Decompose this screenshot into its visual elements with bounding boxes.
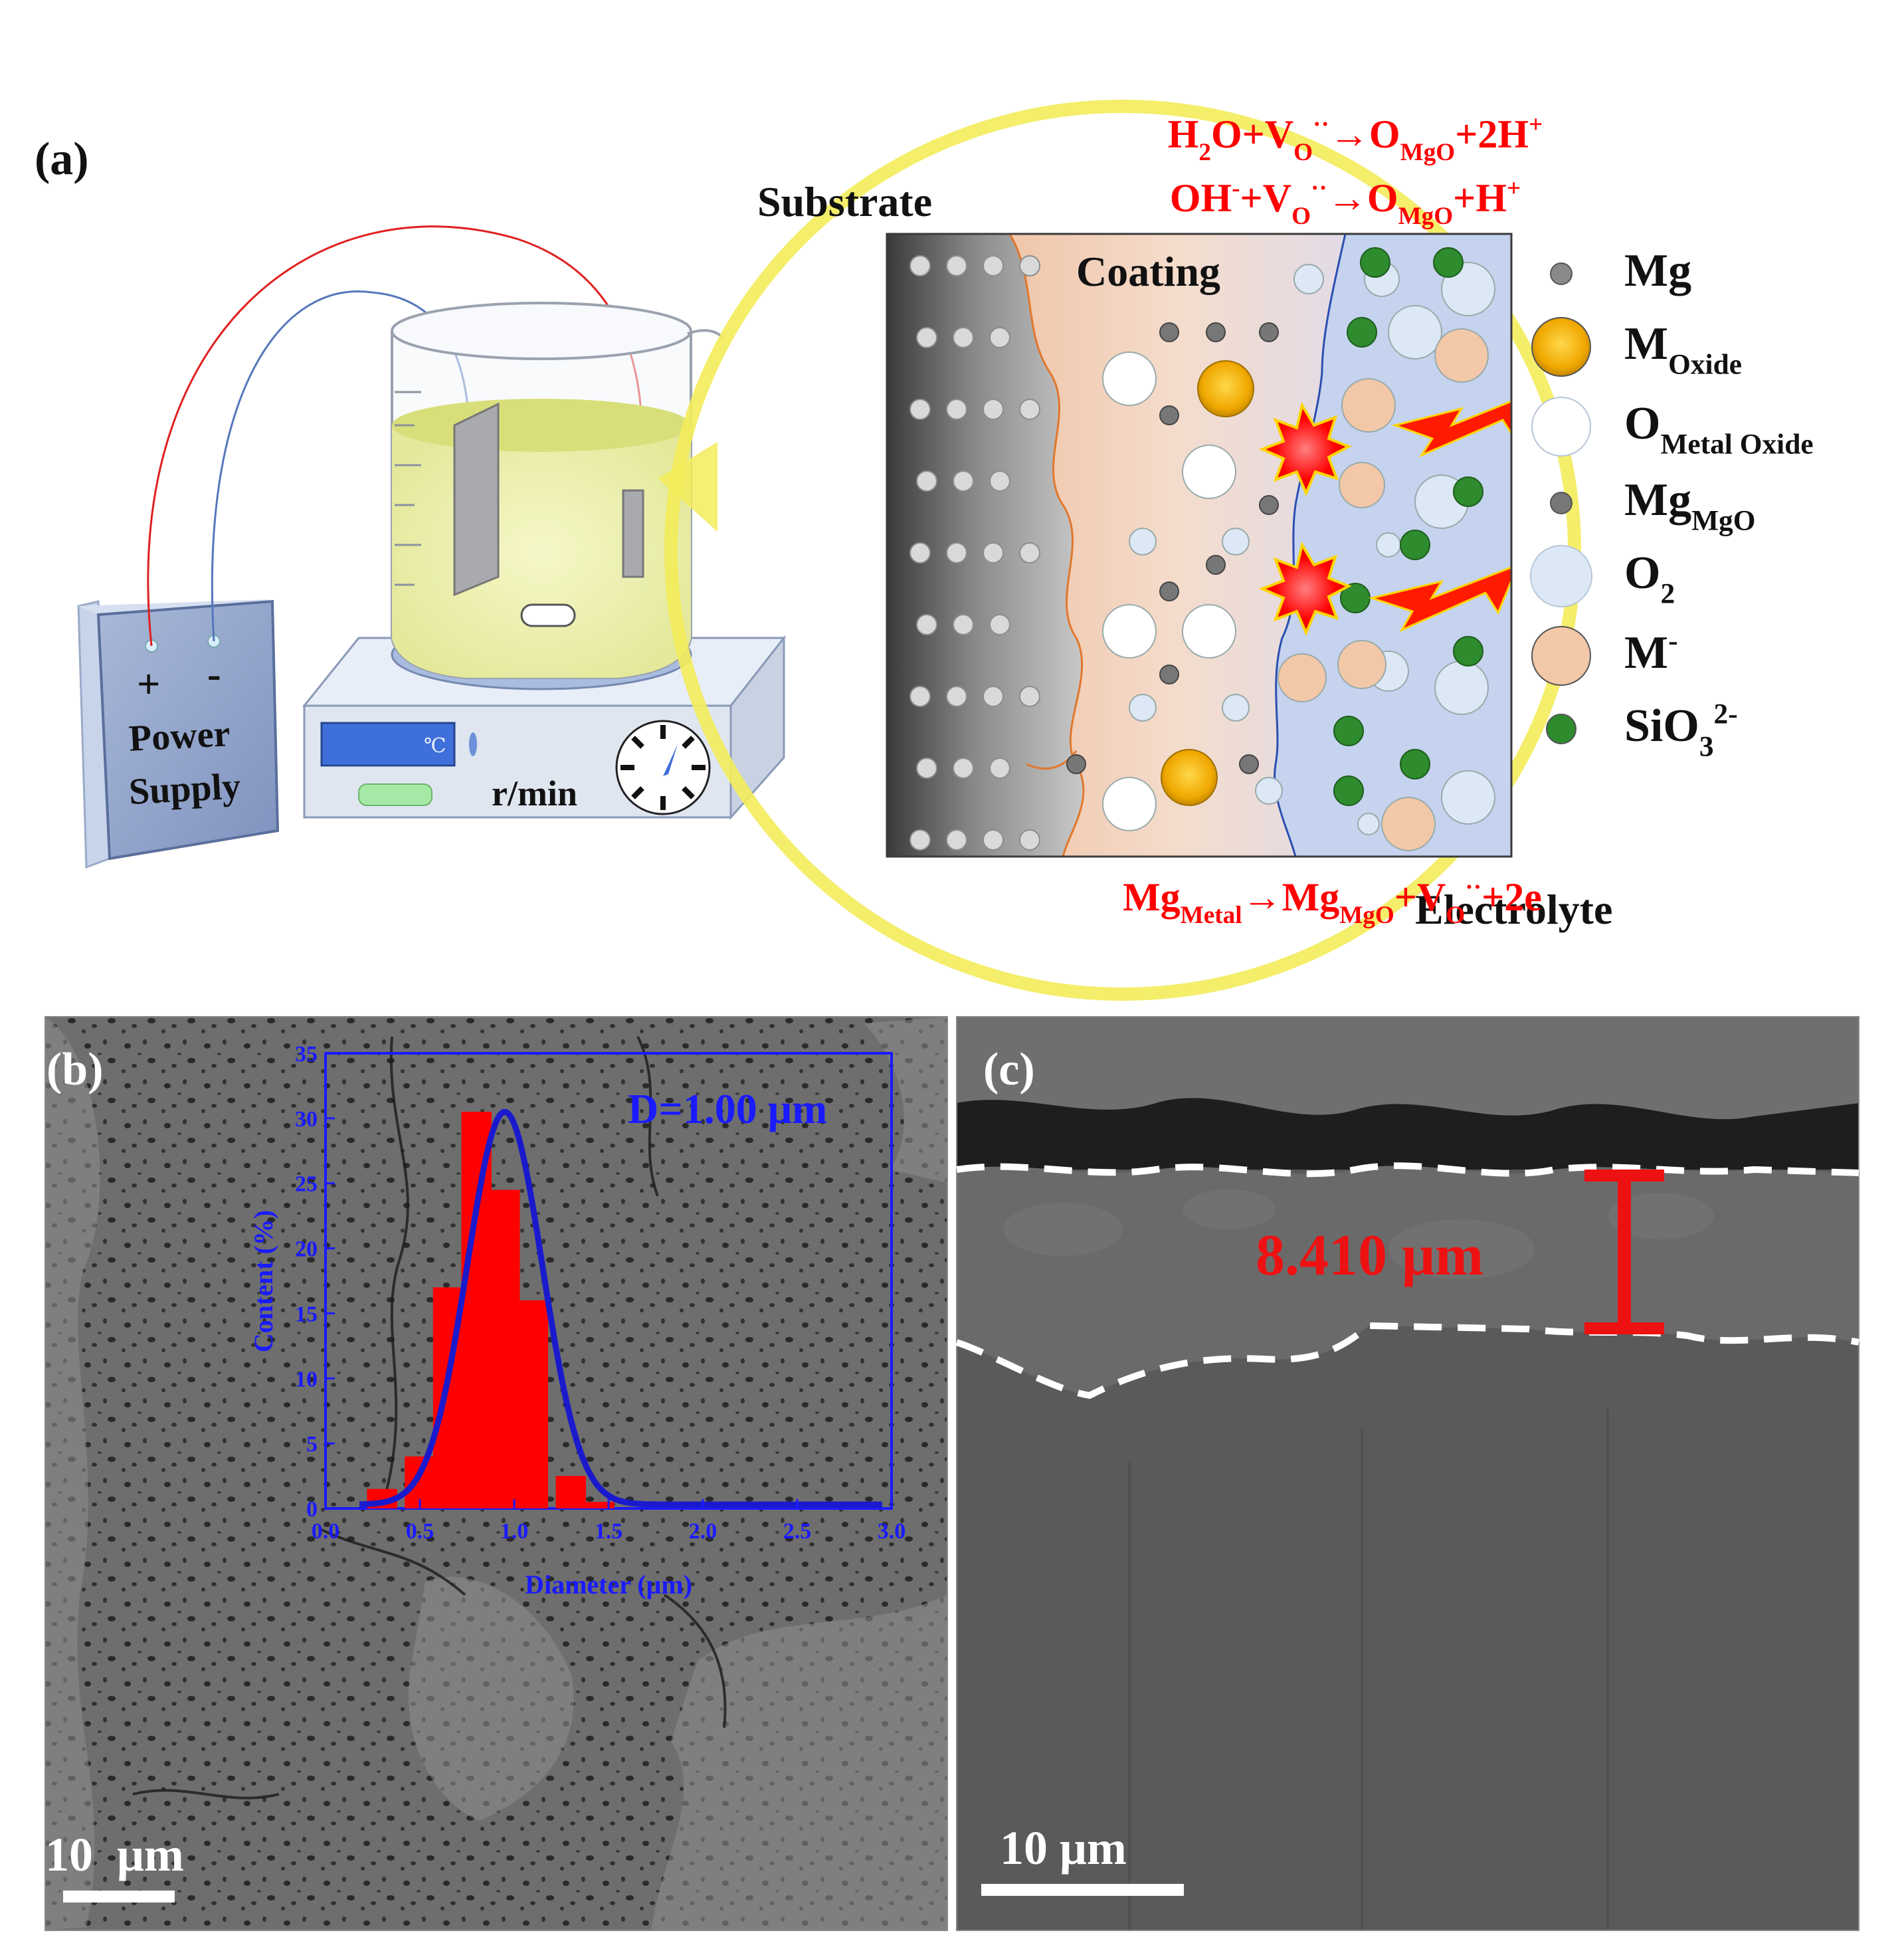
- legend-item-sio3: SiO32-: [1546, 698, 1738, 762]
- y-tick-label: 35: [295, 1042, 318, 1067]
- panel-c-scale-text: 10 μm: [1000, 1821, 1127, 1875]
- reaction-schematic: [887, 234, 1511, 857]
- legend-swatch: [1550, 492, 1572, 514]
- minus-sign: -: [207, 652, 221, 697]
- y-tick-label: 15: [295, 1302, 318, 1326]
- histogram-y-label: Content (%): [248, 1210, 278, 1352]
- x-tick-label: 2.0: [689, 1519, 717, 1544]
- legend-swatch: [1531, 626, 1591, 686]
- substrate-label: Substrate: [757, 178, 932, 225]
- legend-item-o-metal-oxide: OMetal Oxide: [1531, 397, 1814, 460]
- temp-knob: [469, 732, 477, 756]
- histogram-bar: [461, 1112, 492, 1508]
- schematic-frame: [886, 233, 1513, 858]
- legend-label: M-: [1624, 625, 1678, 678]
- speed-dial: [615, 720, 711, 815]
- legend-item-m-minus: M-: [1531, 625, 1678, 686]
- reaction-equation-2: OH-+VO··→OMgO+H+: [1170, 175, 1521, 230]
- legend-label: Mg: [1624, 245, 1691, 296]
- plus-sign: +: [137, 662, 160, 707]
- panel-c-label: (c): [983, 1044, 1035, 1095]
- legend-label: SiO32-: [1624, 698, 1738, 762]
- y-tick-label: 30: [295, 1107, 318, 1132]
- coating-bottom-boundary: [955, 1322, 1859, 1399]
- histogram-bar: [555, 1476, 586, 1508]
- y-tick-label: 20: [295, 1237, 318, 1262]
- legend-item-m-oxide: MOxide: [1531, 317, 1742, 380]
- histogram-bar: [490, 1189, 520, 1508]
- x-tick-label: 1.5: [595, 1519, 623, 1544]
- thickness-marker: [1584, 1170, 1664, 1334]
- legend-swatch: [1530, 545, 1592, 607]
- y-tick-label: 0: [306, 1497, 318, 1522]
- panel-c-sem: [957, 1017, 1859, 1930]
- thickness-label: 8.410 μm: [1256, 1223, 1483, 1288]
- x-tick-label: 0.5: [406, 1519, 434, 1544]
- legend-item-mg: Mg: [1550, 245, 1691, 296]
- power-button: [358, 783, 432, 806]
- panel-b-frame: [45, 1016, 948, 1931]
- histogram-bar: [584, 1502, 615, 1508]
- panel-b-scale-bar: [63, 1891, 175, 1903]
- legend-item-mg-mgo: MgMgO: [1550, 474, 1755, 536]
- histogram-inset: 0.0 0.5 1.0 1.5 2.0 2.5 3.0 0 5 10 15 20 25 30 35 Diam…: [248, 1042, 905, 1599]
- electrolyte-surface: [392, 399, 691, 452]
- zoom-pointer: [658, 442, 717, 532]
- gaussian-fit-curve: [359, 1108, 882, 1508]
- mean-diameter-annotation: D=1.00 μm: [628, 1085, 827, 1132]
- temp-unit: ℃: [424, 735, 446, 757]
- histogram-x-label: Diameter (μm): [525, 1570, 692, 1599]
- lightning-bolt: [1368, 400, 1511, 633]
- power-supply: + - Power Supply: [77, 599, 280, 869]
- y-tick-label: 25: [295, 1172, 318, 1197]
- discharge-spark: [1258, 401, 1352, 636]
- legend-label: MgMgO: [1624, 474, 1755, 536]
- y-tick-label: 5: [306, 1432, 318, 1457]
- panel-c-scale-bar: [981, 1884, 1184, 1896]
- substrate-electrode: [453, 402, 500, 597]
- y-tick-label: 10: [295, 1367, 318, 1391]
- panel-b-scale-text: 10 μm: [45, 1828, 184, 1881]
- power-label-line2: Supply: [128, 766, 241, 813]
- speed-unit: r/min: [492, 773, 577, 813]
- x-tick-label: 3.0: [878, 1519, 906, 1544]
- counter-electrode: [622, 489, 644, 578]
- stir-bar: [520, 603, 576, 627]
- legend-swatch: [1546, 714, 1576, 744]
- x-tick-label: 1.0: [500, 1519, 529, 1544]
- electrolyte-label: Electrolyte: [1415, 886, 1612, 933]
- legend-label: O2: [1624, 548, 1675, 609]
- coating-top-boundary: [956, 1162, 1859, 1178]
- beaker: [391, 302, 724, 679]
- temperature-display: [320, 722, 456, 767]
- legend-label: OMetal Oxide: [1624, 398, 1814, 460]
- panel-c-frame: [956, 1016, 1859, 1931]
- panel-a-label: (a): [35, 134, 89, 185]
- reaction-equation-1: H2O+VO··→OMgO+2H+: [1168, 111, 1543, 166]
- reaction-equation-3: MgMetal→MgMgO+VO··+2e: [1123, 874, 1542, 929]
- legend-swatch: [1531, 317, 1591, 377]
- power-label-line1: Power: [128, 713, 231, 760]
- x-tick-label: 0.0: [312, 1519, 340, 1544]
- coating-label: Coating: [1076, 248, 1220, 295]
- legend-item-o2: O2: [1530, 545, 1675, 609]
- legend-swatch: [1550, 262, 1572, 285]
- legend-label: MOxide: [1624, 318, 1742, 380]
- panel-b-label: (b): [47, 1044, 104, 1095]
- x-tick-label: 2.5: [783, 1519, 812, 1544]
- histogram-bar: [518, 1300, 549, 1508]
- legend-swatch: [1531, 397, 1591, 457]
